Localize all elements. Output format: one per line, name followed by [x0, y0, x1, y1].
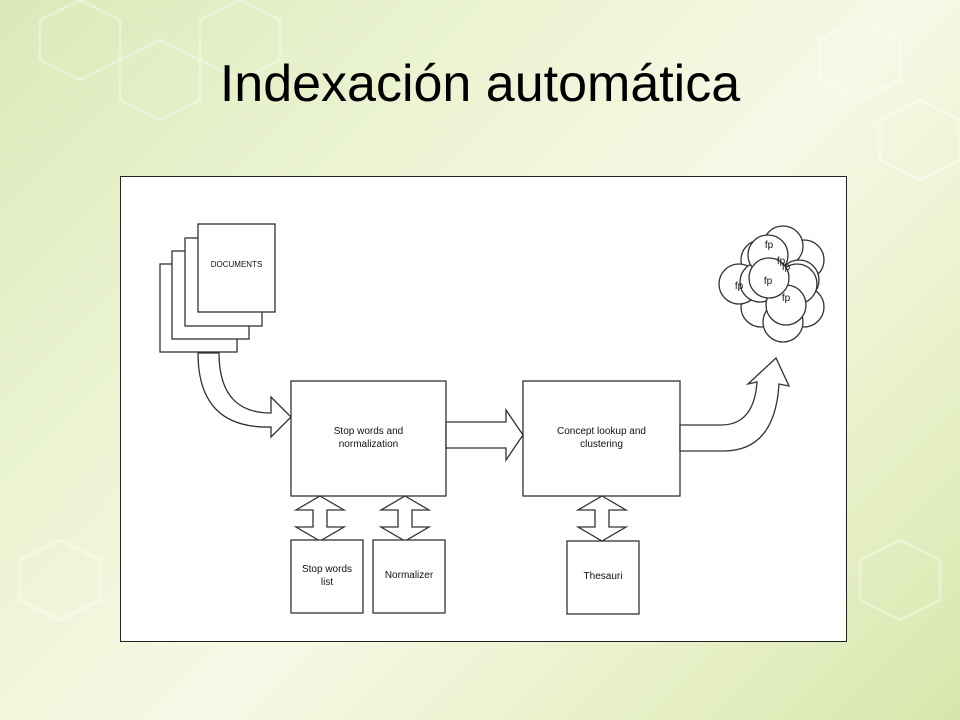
cluster-node-label: fp [764, 239, 774, 251]
normalizer-box [372, 539, 446, 614]
cluster-node-label: fp [781, 292, 791, 304]
thesauri-box [566, 540, 640, 615]
stop-words-box [290, 380, 447, 497]
double-arrow-normalizer [378, 495, 432, 542]
diagram-frame: DOCUMENTS Stop words and normalization C… [120, 176, 847, 642]
indexing-flow-diagram [159, 223, 825, 615]
normalizer-label: Normalizer [384, 570, 434, 582]
stop-words-list-label: Stop words list [301, 564, 353, 588]
double-arrow-stop-words-list [293, 495, 347, 542]
arrow-concept-to-cluster [679, 356, 791, 452]
slide-title: Indexación automática [219, 55, 741, 113]
cluster-node-label: fp [781, 261, 791, 273]
cluster-node-label: fp [734, 280, 744, 292]
concept-box [522, 380, 681, 497]
cluster-circle [748, 257, 790, 299]
cluster-node-label: fp [776, 255, 786, 267]
arrow-documents-to-stopwords [197, 352, 292, 439]
arrow-stopwords-to-concept [445, 407, 524, 463]
stop-words-list-box [290, 539, 364, 614]
concept-box-label: Concept lookup and clustering [557, 426, 646, 450]
documents-label: DOCUMENTS [210, 260, 263, 269]
cluster-node-label: fp [763, 275, 773, 287]
double-arrow-thesauri [575, 495, 629, 542]
document-sheet-1 [197, 223, 276, 313]
stop-words-box-label: Stop words and normalization [333, 426, 404, 450]
thesauri-label: Thesauri [583, 571, 623, 583]
